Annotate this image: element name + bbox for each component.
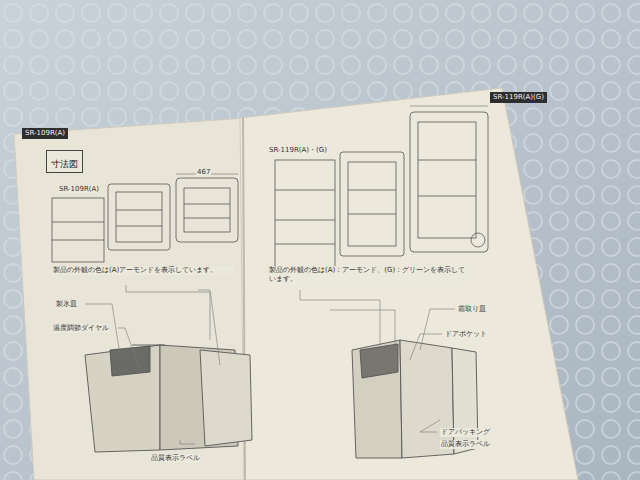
model-tab: SR-109R(A) <box>22 128 68 139</box>
note-text: 製品の外観の色は(A)：アーモンド、(G)：グリーンを表示しています。 <box>268 266 470 284</box>
dimension: 467 <box>196 168 211 177</box>
part-name: 製氷皿 <box>55 300 78 309</box>
model-label: SR-109R(A) <box>58 185 100 194</box>
model-tab: SR-119R(A)(G) <box>490 92 547 103</box>
part-name: 霜取り皿 <box>457 305 487 314</box>
part-name: 温度調節ダイヤル <box>52 324 110 333</box>
part-name: 品質表示ラベル <box>440 440 491 449</box>
part-name: ドアポケット <box>444 330 488 339</box>
part-name: 品質表示ラベル <box>150 454 201 463</box>
note-text: 製品の外観の色は(A)アーモンドを表示しています。 <box>52 266 234 275</box>
heading-text: 寸法図 <box>51 159 78 169</box>
section-heading-box: 寸法図 <box>46 150 83 173</box>
model-label: SR-119R(A)・(G) <box>268 146 328 155</box>
part-name: ドアパッキング <box>440 428 491 437</box>
